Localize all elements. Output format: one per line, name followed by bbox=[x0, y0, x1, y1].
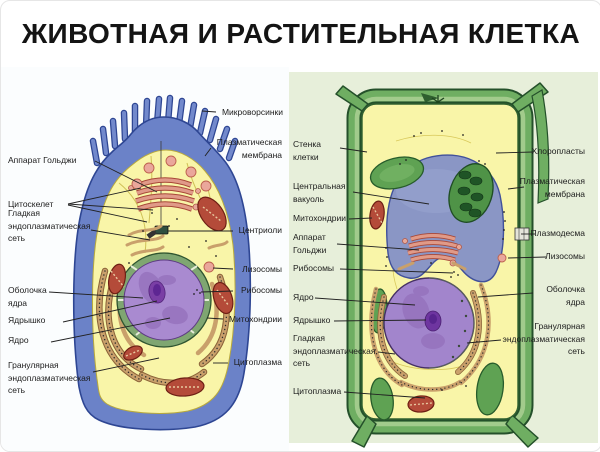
label-animal-nuclear-envelope: Оболочка ядра bbox=[8, 285, 47, 308]
plant-nucleus bbox=[383, 277, 475, 369]
animal-cell-illustration bbox=[72, 94, 252, 431]
label-animal-lysosomes: Лизосомы bbox=[242, 264, 282, 274]
chloroplast-grana bbox=[448, 163, 494, 223]
plant-ribosomes bbox=[385, 130, 506, 391]
plant-cell-wall bbox=[335, 82, 550, 448]
label-animal-cytoskeleton: Цитоскелет bbox=[8, 199, 54, 209]
label-plant-mitochondria: Митохондрии bbox=[293, 213, 347, 223]
label-animal-cytoplasm: Цитоплазма bbox=[233, 357, 282, 367]
animal-mitochondria bbox=[107, 196, 234, 397]
plant-golgi bbox=[402, 233, 462, 267]
label-plant-nucleus: Ядро bbox=[293, 292, 314, 302]
label-animal-nucleolus: Ядрышко bbox=[8, 315, 46, 325]
animal-ribosomes bbox=[128, 212, 217, 295]
diagram-title: ЖИВОТНАЯ И РАСТИТЕЛЬНАЯ КЛЕТКА bbox=[21, 18, 581, 49]
label-animal-plasma-membrane: Плазматическая мембрана bbox=[216, 137, 282, 160]
label-animal-microvilli: Микроворсинки bbox=[221, 107, 283, 117]
plant-mitochondria bbox=[369, 200, 435, 413]
label-plant-smooth-er: Гладкая эндоплазматическая сеть bbox=[293, 333, 376, 368]
label-animal-golgi: Аппарат Гольджи bbox=[8, 155, 77, 165]
label-plant-cytoplasm: Цитоплазма bbox=[293, 386, 342, 396]
label-animal-centrioles: Центриоли bbox=[238, 225, 282, 235]
animal-lysosomes bbox=[131, 155, 215, 273]
animal-smooth-er bbox=[125, 224, 229, 257]
label-plant-plasmodesma: Плазмодесма bbox=[530, 228, 586, 238]
label-plant-granular-er: Гранулярная эндоплазматическая сеть bbox=[502, 321, 585, 356]
animal-nucleus bbox=[116, 252, 212, 348]
label-animal-ribosomes: Рибосомы bbox=[240, 285, 282, 295]
label-plant-cell-wall: Стенка клетки bbox=[293, 139, 321, 162]
label-animal-smooth-er: Гладкая эндоплазматическая сеть bbox=[8, 208, 91, 243]
animal-golgi bbox=[128, 177, 201, 212]
leader-lines bbox=[48, 110, 547, 399]
label-plant-chloroplasts: Хлоропласты bbox=[531, 146, 585, 156]
label-plant-golgi: Аппарат Гольджи bbox=[293, 232, 327, 255]
label-animal-granular-er: Гранулярная эндоплазматическая сеть bbox=[8, 360, 91, 395]
label-animal-mitochondria: Митохондрии bbox=[228, 314, 282, 324]
microvilli-icon bbox=[89, 94, 239, 167]
label-plant-ribosomes: Рибосомы bbox=[293, 263, 335, 273]
label-animal-nucleus: Ядро bbox=[8, 335, 29, 345]
label-plant-lysosomes: Лизосомы bbox=[545, 251, 585, 261]
label-plant-plasma-membrane: Плазматическая мембрана bbox=[519, 176, 585, 199]
plant-lysosome bbox=[497, 253, 507, 263]
label-plant-nucleolus: Ядрышко bbox=[293, 315, 331, 325]
label-plant-nuclear-envelope: Оболочка ядра bbox=[546, 284, 585, 307]
label-plant-central-vacuole: Центральная вакуоль bbox=[293, 181, 346, 204]
plant-nuclear-envelope bbox=[428, 277, 475, 369]
